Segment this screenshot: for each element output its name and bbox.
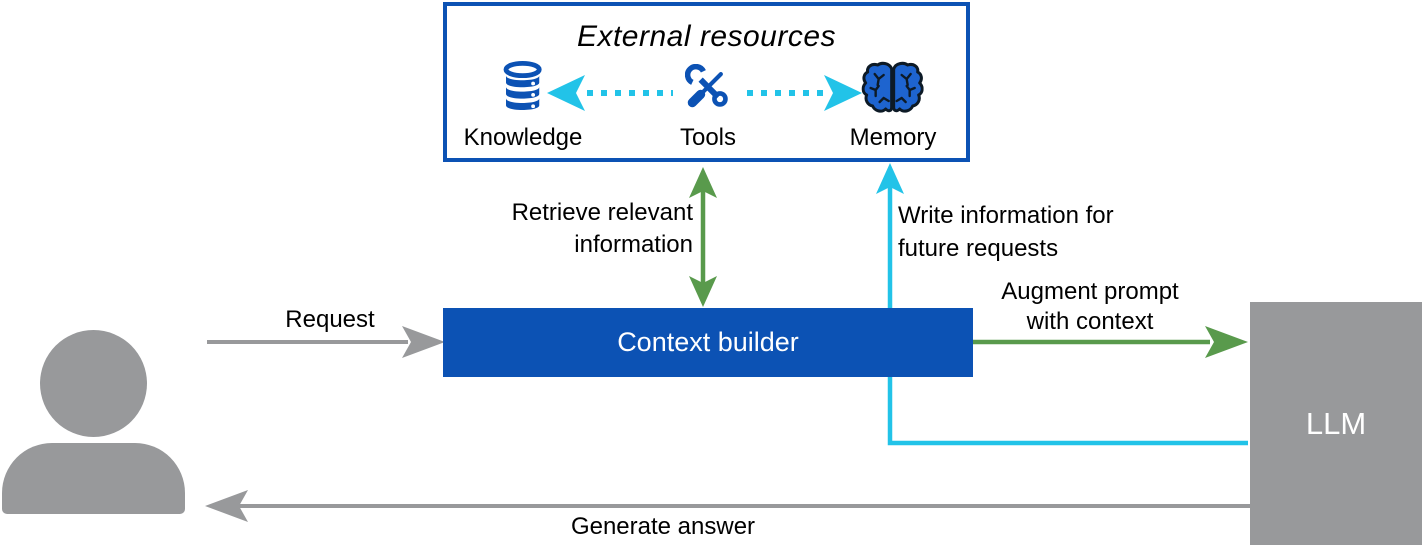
resource-label: Knowledge <box>463 124 583 151</box>
write-label: Write information for future requests <box>898 199 1114 265</box>
augment-label: Augment prompt with context <box>1001 277 1178 337</box>
user-head <box>40 330 147 437</box>
resource-label: Tools <box>679 124 737 151</box>
context-builder-label: Context builder <box>617 327 799 357</box>
resources-dotted-arrows <box>547 75 862 111</box>
resource-memory: Memory <box>849 56 937 152</box>
augment-label-line2: with context <box>1026 308 1154 335</box>
external-resources-box: External resources <box>443 2 970 162</box>
llm-box: LLM <box>1250 302 1422 545</box>
augment-label-line1: Augment prompt <box>1001 278 1179 305</box>
dotted-arrow-right <box>747 75 862 111</box>
retrieve-label-line1: Retrieve relevant <box>511 199 693 226</box>
retrieve-label: Retrieve relevant information <box>400 197 693 261</box>
retrieve-label-line2: information <box>574 231 693 258</box>
request-arrow <box>207 326 445 358</box>
llm-label: LLM <box>1305 405 1367 441</box>
generate-arrow <box>205 490 1250 522</box>
generate-label: Generate answer <box>570 513 756 540</box>
resource-tools: Tools <box>680 56 736 152</box>
context-builder-box: Context builder <box>443 308 973 377</box>
resource-label: Memory <box>849 124 937 151</box>
augment-arrow <box>973 326 1248 358</box>
write-label-line1: Write information for <box>898 202 1114 229</box>
retrieve-arrow <box>689 167 717 307</box>
resource-knowledge: Knowledge <box>463 56 583 152</box>
database-icon <box>502 56 544 118</box>
write-arrow <box>876 163 1248 446</box>
external-resources-title: External resources <box>576 20 837 53</box>
user-body <box>2 443 185 514</box>
user-icon <box>0 330 190 515</box>
brain-icon <box>861 56 924 118</box>
dotted-arrow-left <box>547 75 673 111</box>
write-label-line2: future requests <box>898 235 1059 262</box>
request-label: Request <box>285 306 375 333</box>
tools-icon <box>685 56 731 118</box>
